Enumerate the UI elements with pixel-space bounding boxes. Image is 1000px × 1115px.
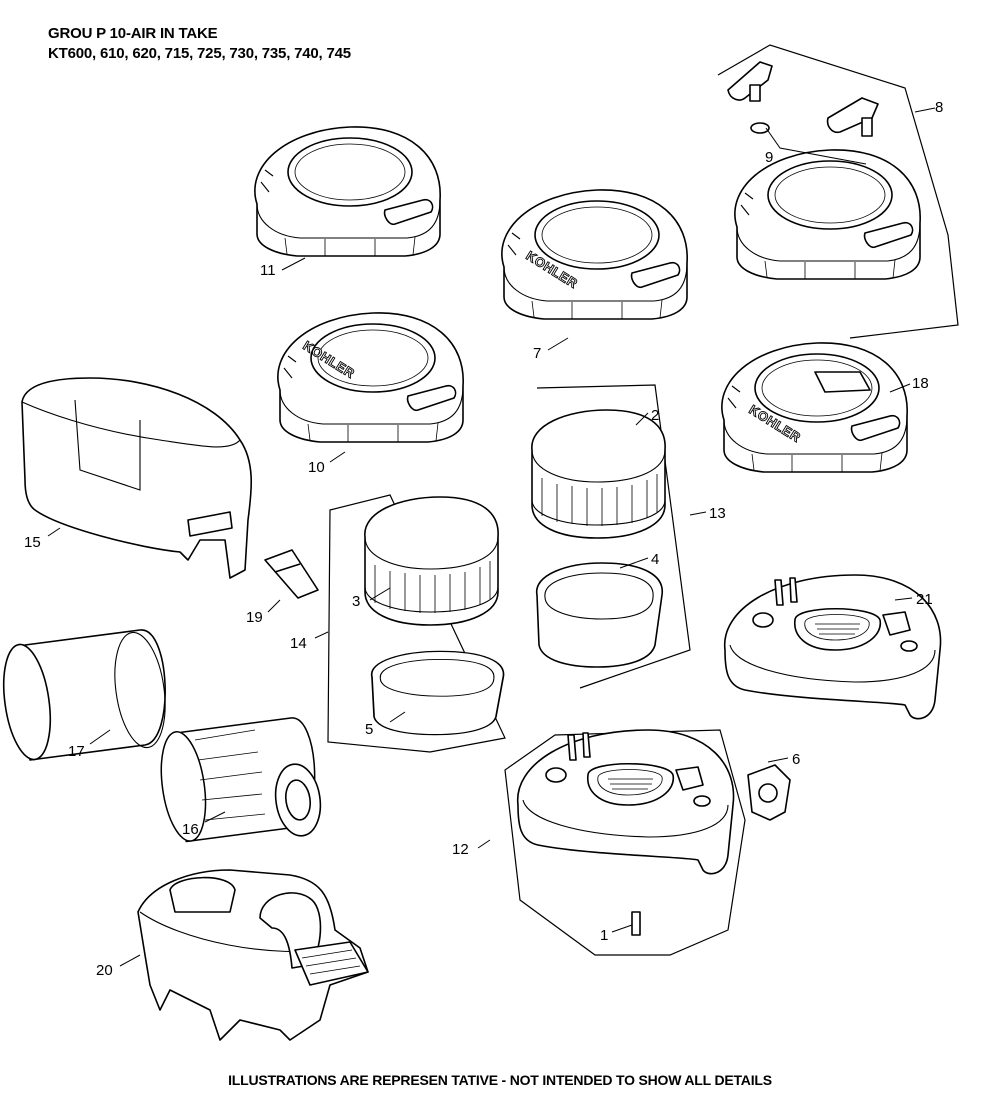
filter-element-part-3 [364,496,499,626]
pin-part-1 [631,911,641,936]
callout-13: 13 [709,505,726,522]
callout-4: 4 [651,551,659,568]
air-cleaner-shroud-part-15 [21,377,253,579]
callout-2: 2 [651,407,659,424]
clip-part-19 [264,549,319,599]
model-list: KT600, 610, 620, 715, 725, 730, 735, 740… [48,45,351,62]
callout-21: 21 [916,591,933,608]
air-cleaner-base-part-21 [723,574,942,720]
air-cleaner-cover-part-8 [734,149,921,280]
air-cleaner-base-part-12 [516,729,735,875]
callout-11: 11 [260,262,276,279]
precleaner-part-5 [370,650,505,736]
callout-3: 3 [352,593,360,610]
callout-5: 5 [365,721,373,738]
callout-18: 18 [912,375,929,392]
o-ring-part-9-a [750,122,770,134]
group-outline-12 [504,729,746,956]
gasket-hole [758,783,778,803]
callout-9: 9 [765,149,773,166]
callout-20: 20 [96,962,113,979]
callout-6: 6 [792,751,800,768]
air-cleaner-cover-part-11 [254,126,441,257]
callout-15: 15 [24,534,41,551]
callout-1: 1 [600,927,608,944]
knob-part-8 [727,61,879,137]
callout-8: 8 [935,99,943,116]
callout-19: 19 [246,609,263,626]
callout-7: 7 [533,345,541,362]
disclaimer-footer: ILLUSTRATIONS ARE REPRESEN TATIVE - NOT … [228,1072,772,1088]
callout-12: 12 [452,841,469,858]
group-outline-14 [327,494,506,753]
diagram-title: GROU P 10-AIR IN TAKE [48,25,218,42]
leader-lines [47,107,936,967]
air-cleaner-cover-part-10 [277,312,464,443]
callout-14: 14 [290,635,307,652]
air-cleaner-base-part-20 [137,869,369,1041]
filter-element-part-2 [531,409,666,539]
group-outline-13 [536,384,691,689]
group-outline-8 [717,44,959,339]
precleaner-part-4 [535,562,664,668]
outer-filter-opening [114,631,166,749]
cover-slot-part-18 [814,371,871,393]
callout-17: 17 [68,743,85,760]
inner-filter-part-16 [154,717,322,845]
callout-16: 16 [182,821,199,838]
air-cleaner-cover-part-18 [721,342,908,473]
callout-10: 10 [308,459,325,476]
